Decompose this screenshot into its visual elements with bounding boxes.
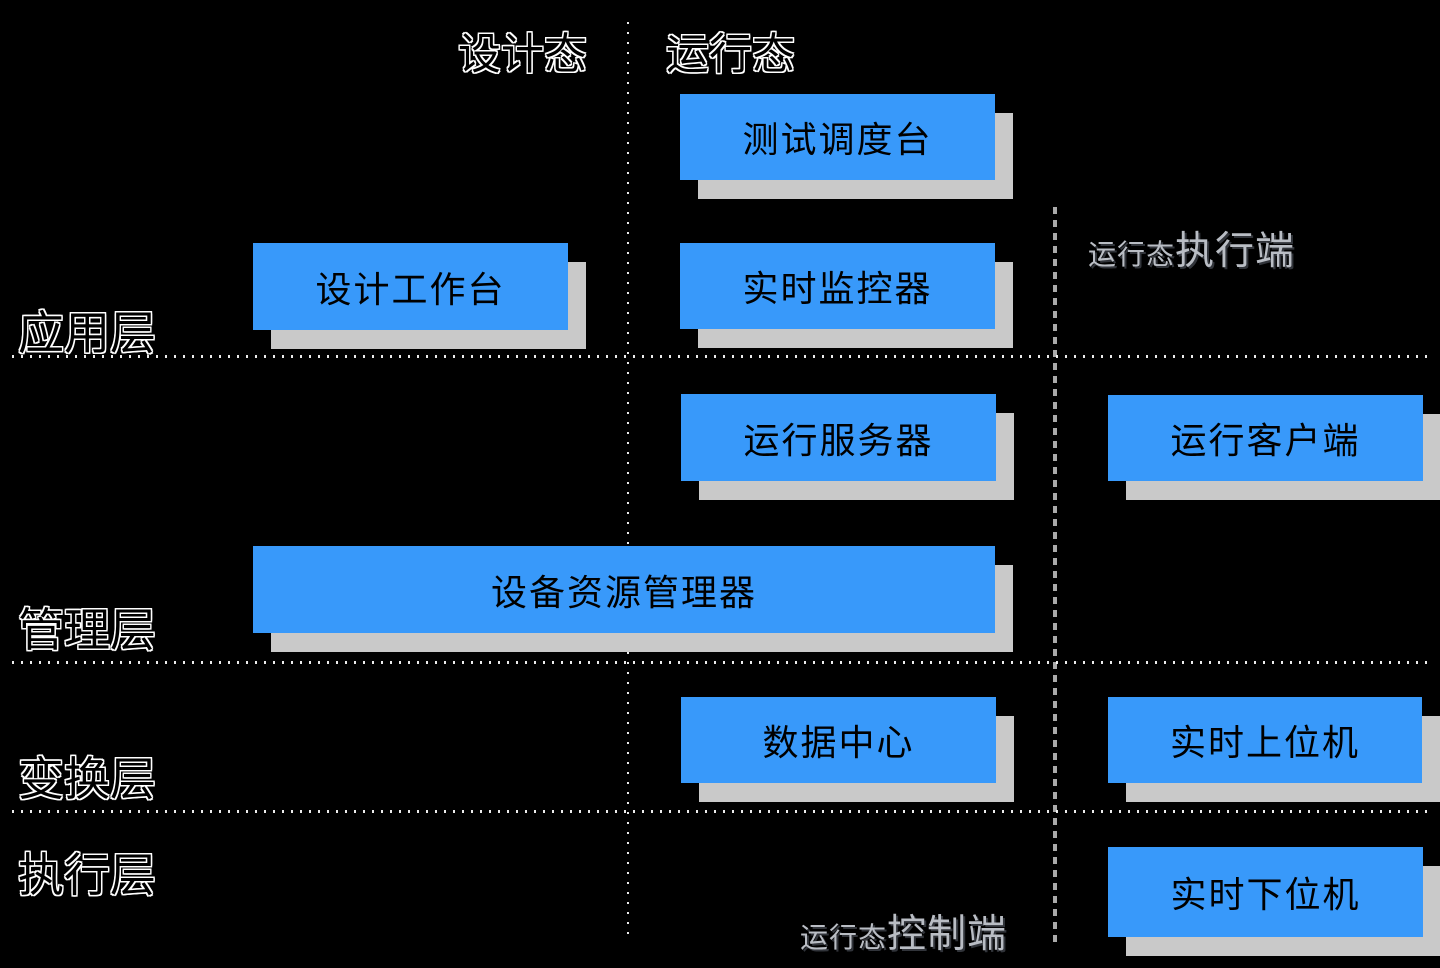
- node-realtime-upper-machine: 实时上位机: [1108, 697, 1422, 783]
- layer-label-management: 管理层: [18, 603, 156, 657]
- node-run-client: 运行客户端: [1108, 395, 1423, 481]
- layer-label-application: 应用层: [18, 306, 156, 360]
- annotation-control-prefix: 运行态: [800, 921, 888, 954]
- annotation-run-mode-control-side: 运行态控制端: [800, 903, 1007, 959]
- node-design-workbench: 设计工作台: [253, 243, 568, 330]
- node-realtime-lower-machine: 实时下位机: [1108, 847, 1423, 937]
- header-design-mode: 设计态: [458, 30, 587, 80]
- node-realtime-monitor: 实时监控器: [680, 243, 995, 329]
- annotation-exec-prefix: 运行态: [1088, 238, 1176, 271]
- divider-application-layer: [12, 355, 1434, 358]
- node-test-dispatch-console: 测试调度台: [680, 94, 995, 180]
- node-data-center: 数据中心: [681, 697, 996, 783]
- layer-label-execution: 执行层: [18, 848, 156, 902]
- divider-design-vs-run: [627, 22, 629, 940]
- header-run-mode: 运行态: [666, 30, 795, 80]
- annotation-control-main: 控制端: [887, 912, 1008, 957]
- layer-label-transform: 变换层: [18, 752, 156, 806]
- divider-management-layer: [12, 661, 1434, 664]
- divider-transform-layer: [12, 810, 1434, 813]
- divider-exec-side: [1053, 207, 1057, 943]
- annotation-exec-main: 执行端: [1175, 229, 1296, 274]
- node-run-server: 运行服务器: [681, 394, 996, 481]
- annotation-run-mode-exec-side: 运行态执行端: [1088, 220, 1295, 276]
- node-device-resource-manager: 设备资源管理器: [253, 546, 995, 633]
